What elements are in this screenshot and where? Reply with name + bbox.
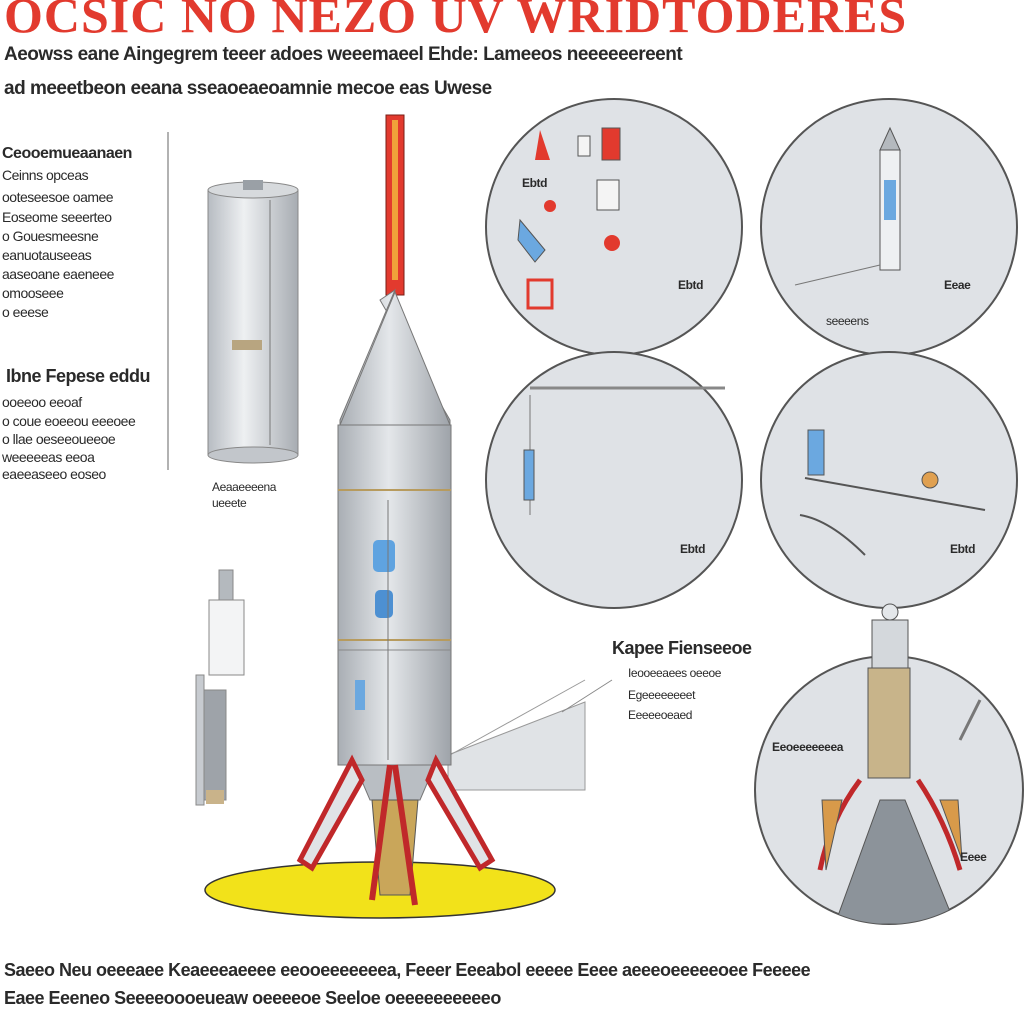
left-note-line: omooseee [2,285,64,301]
circle-label: Ebtd [680,542,706,556]
boom-arm-detail [799,429,986,556]
circle-label: Eeae [944,278,971,292]
circle-label: seeeens [826,314,869,328]
footer-line-1: Saeeo Neu oeeeaee Keaeeeaeeee eeooeeeeee… [4,960,811,980]
left-note-line: weeeeeas eeoa [2,449,95,465]
engine-detail [817,667,982,924]
callout-heading: Kapee Fienseeoe [612,638,752,658]
tank-label: Aeaaeeeena [212,480,277,494]
circle-label: Ebtd [950,542,976,556]
left-note-line: Ceinns opceas [2,167,89,183]
left-note-line: Ceooemueaanaen [2,145,132,162]
left-note-line: o Gouesmeesne [2,228,99,244]
left-note-line: Eoseome seeerteo [2,209,112,225]
circle-label: Eeee [960,850,987,864]
header-line-1: Aeowss eane Aingegrem teeer adoes weeema… [4,44,683,65]
page-title: OCSIC NO NEZO UV WRIDTODERES [4,0,908,43]
left-note-line: o eeese [2,304,49,320]
callout-line: Ieooeeaees oeeoe [628,666,722,680]
fuel-tank [207,180,299,464]
left-note-line: o llae oeseeoueeoe [2,431,116,447]
left-note-line: ooeeoo eeoaf [2,394,82,410]
left-note-line: ooteseesoe oamee [2,189,114,205]
rocket [296,114,496,906]
engine-cap [871,619,909,669]
component-icons [517,127,621,310]
footer-line-2: Eaee Eeeneo Seeeeoooeueaw oeeeeoe Seeloe… [4,988,501,1008]
header-line-2: ad meeetbeon eeana sseaoeaeoamnie mecoe … [4,78,492,99]
circle-label: Ebtd [522,176,548,190]
callout-line: Eeeeeoeaed [628,708,693,722]
left-note-line: o coue eoeeou eeeoee [2,413,136,429]
left-note-line: eaeeaseeo eoseo [2,466,106,482]
left-heading-2: Ibne Fepese eddu [6,366,151,386]
left-note-line: eanuotauseeas [2,247,92,263]
detail-label: Eeoeeeeeeea [772,740,843,754]
circle-label: Ebtd [678,278,704,292]
left-note-line: aaseoane eaeneee [2,266,114,282]
callout-leader [561,679,613,713]
detail-circle-4 [760,351,1018,609]
tank-label: ueeete [212,496,247,510]
antenna-detail [523,386,725,515]
service-panel [447,701,586,791]
support-tower [195,569,245,806]
detail-circle-3 [485,351,743,609]
rocket-cutaway-small [794,126,901,286]
callout-line: Egeeeeeeeet [628,688,696,702]
